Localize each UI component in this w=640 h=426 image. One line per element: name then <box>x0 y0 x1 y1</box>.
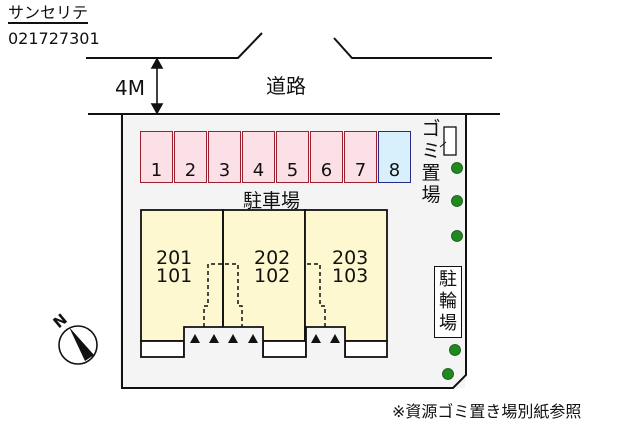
unit-202-label: 202 <box>254 247 291 269</box>
parking-stall-8: 8 <box>378 131 411 183</box>
unit-102-label: 102 <box>254 265 291 287</box>
parking-stall-2: 2 <box>174 131 207 183</box>
unit-203-label: 203 <box>332 247 369 269</box>
unit-block-1: 201 101 <box>156 247 193 287</box>
tree-icons <box>442 162 463 380</box>
road-width-label: 4M <box>115 76 145 100</box>
parking-label: 駐車場 <box>243 190 301 212</box>
property-code: 021727301 <box>8 29 100 48</box>
site-boundary <box>121 114 467 389</box>
footnote: ※資源ゴミ置き場別紙参照 <box>392 402 582 421</box>
parking-stall-7: 7 <box>344 131 377 183</box>
parking-stall-1: 1 <box>140 131 173 183</box>
entrance-arrow-icons <box>190 334 340 343</box>
parking-stall-4: 4 <box>242 131 275 183</box>
bicycle-parking-label: 駐輪場 <box>434 266 462 338</box>
width-dimension-arrow <box>150 57 164 115</box>
stair-dashed-lines <box>203 263 326 327</box>
garbage-area-label: ゴミ置場 <box>421 118 441 206</box>
unit-101-label: 101 <box>156 265 193 287</box>
unit-block-3: 203 103 <box>332 247 369 287</box>
property-name: サンセリテ <box>8 3 89 24</box>
unit-103-label: 103 <box>332 265 369 287</box>
unit-block-2: 202 102 <box>254 247 291 287</box>
parking-stall-3: 3 <box>208 131 241 183</box>
parking-stall-5: 5 <box>276 131 309 183</box>
road-label: 道路 <box>266 74 306 98</box>
parking-stall-6: 6 <box>310 131 343 183</box>
garbage-bin-box <box>443 126 457 156</box>
unit-201-label: 201 <box>156 247 193 269</box>
compass-icon <box>58 325 98 365</box>
